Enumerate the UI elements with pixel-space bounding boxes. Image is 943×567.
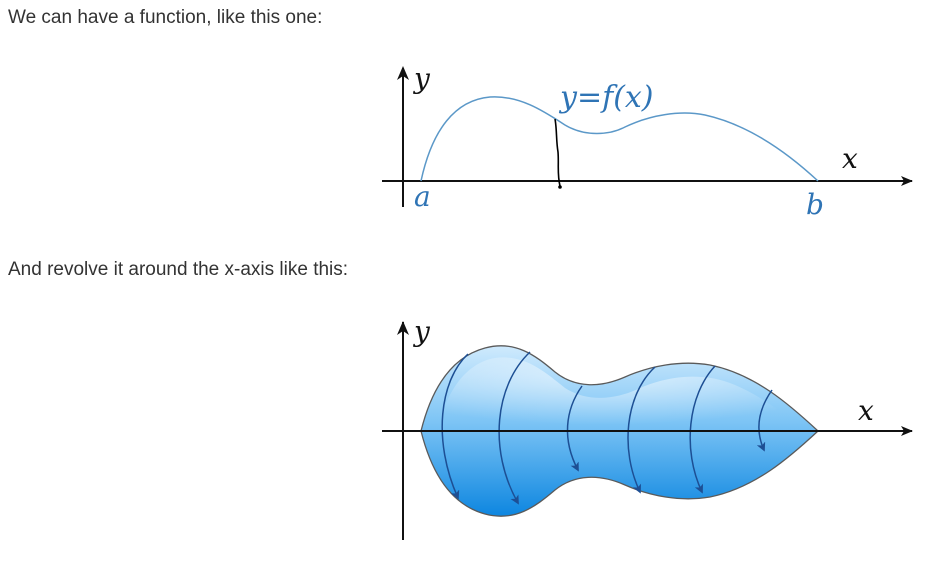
x-axis-label-2: x <box>858 394 874 427</box>
curve-label: y=f(x) <box>558 80 654 115</box>
revolve-caption: And revolve it around the x-axis like th… <box>8 259 349 280</box>
function-curve <box>420 96 819 182</box>
rotation-arrow-2 <box>498 351 531 505</box>
x-axis-label-1: x <box>842 142 858 175</box>
b-label: b <box>806 188 824 221</box>
intro-caption: We can have a function, like this one: <box>8 7 323 28</box>
rotation-arrow-6 <box>756 389 773 452</box>
y-axis-label-2: y <box>412 315 431 348</box>
y-axis-label-1: y <box>412 62 431 95</box>
slice-dot <box>558 185 562 189</box>
slice-line <box>554 118 561 187</box>
rotation-arrow-3 <box>566 385 583 472</box>
solid-sheen <box>440 357 800 428</box>
solid-of-revolution-diagram: y x <box>382 315 913 540</box>
y-axis-arrowhead-1 <box>397 66 409 80</box>
a-label: a <box>414 180 431 213</box>
y-axis-arrowhead-2 <box>397 321 409 335</box>
rotation-arrow-1 <box>441 353 469 500</box>
rotation-arrow-5 <box>689 365 716 494</box>
function-diagram: y x y=f(x) a b <box>382 62 913 221</box>
rotation-arrow-4 <box>627 366 656 494</box>
